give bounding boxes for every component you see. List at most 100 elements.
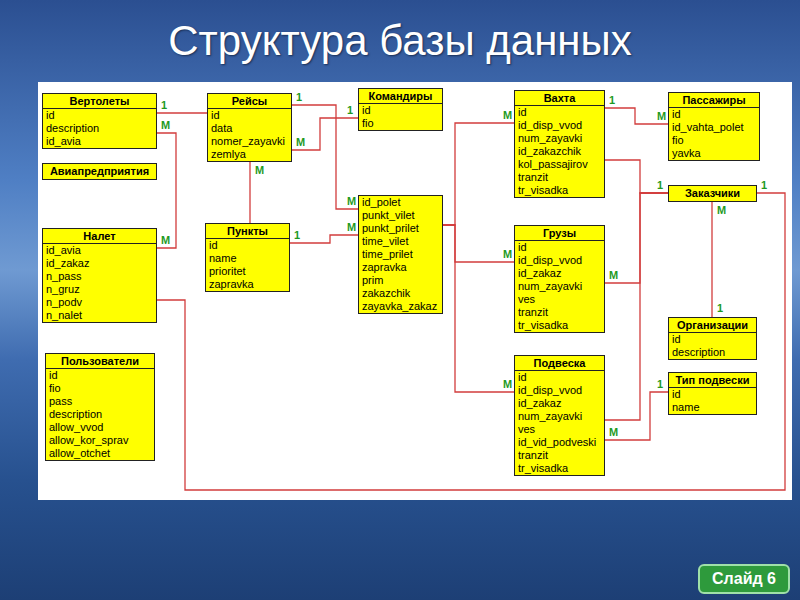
cardinality-label: M [502,378,513,391]
relation-line [157,112,207,113]
table-box: Авиапредприятия [42,163,157,180]
table-field: id [359,104,442,117]
table-field: tranzit [515,306,604,319]
table-field: id_avia [43,244,156,257]
cardinality-label: 1 [295,91,303,104]
table-field: description [46,408,154,421]
table-field: tranzit [515,449,604,462]
table-field: id [669,388,756,401]
cardinality-label: M [295,136,306,149]
relation-line [157,193,785,490]
cardinality-label: 1 [608,94,616,107]
cardinality-label: 1 [656,179,664,192]
table-field: id_avia [43,135,156,148]
relation-line [292,105,358,209]
table-header: Подвеска [515,356,604,371]
table-field: id_zakaz [515,397,604,410]
table-field: tr_visadka [515,319,604,332]
table-box: Подвескаidid_disp_vvodid_zakaznum_zayavk… [514,355,605,476]
table-field: pass [46,395,154,408]
cardinality-label: 1 [716,302,724,315]
table-box: Вертолетыiddescriptionid_avia [42,93,157,149]
table-field: description [669,346,756,359]
table-box: Рейсыiddatanomer_zayavkizemlya [207,93,292,162]
relation-line [443,123,514,225]
table-field: punkt_prilet [359,222,442,235]
table-field: zapravka [359,261,442,274]
table-header: Авиапредприятия [43,164,156,179]
table-box: Пользователиidfiopassdescriptionallow_vv… [45,353,155,461]
table-field: id_zakaz [515,267,604,280]
table-field: n_nalet [43,309,156,322]
table-field: id_disp_vvod [515,254,604,267]
table-box: Вахтаidid_disp_vvodnum_zayavkiid_zakazch… [514,90,605,198]
cardinality-label: M [502,248,513,261]
cardinality-label: M [160,119,171,132]
table-field: allow_otchet [46,447,154,460]
table-field: id_zakaz [43,257,156,270]
table-field: id_vahta_polet [669,121,759,134]
table-field: id [515,371,604,384]
table-header: Пользователи [46,354,154,369]
cardinality-label: M [656,110,667,123]
table-box: Заказчики [668,185,757,202]
relation-line [711,202,712,317]
table-box: id_poletpunkt_viletpunkt_prilettime_vile… [358,195,443,314]
table-field: ves [515,293,604,306]
table-field: kol_passajirov [515,158,604,171]
table-header: Рейсы [208,94,291,109]
table-field: allow_kor_sprav [46,434,154,447]
relation-line [605,392,668,440]
table-box: Пассажирыidid_vahta_poletfioyavka [668,92,760,161]
table-field: id [46,369,154,382]
table-field: fio [669,134,759,147]
table-field: zakazchik [359,287,442,300]
table-field: zemlya [208,148,291,161]
relation-line [605,193,668,420]
table-field: zapravka [206,278,289,291]
cardinality-label: 1 [346,104,354,117]
table-field: id [669,108,759,121]
table-header: Вахта [515,91,604,106]
cardinality-label: M [716,204,727,217]
relation-line [292,118,358,150]
table-header: Налет [43,229,156,244]
relation-line [249,162,250,223]
table-box: Пунктыidnameprioritetzapravka [205,223,290,292]
cardinality-label: M [346,195,357,208]
table-box: Командирыidfio [358,88,443,131]
table-field: punkt_vilet [359,209,442,222]
table-box: Грузыidid_disp_vvodid_zakaznum_zayavkive… [514,225,605,333]
table-field: prioritet [206,265,289,278]
table-field: zayavka_zakaz [359,300,442,313]
table-field: time_vilet [359,235,442,248]
table-box: Налетid_aviaid_zakazn_passn_gruzn_podvn_… [42,228,157,323]
table-field: yavka [669,147,759,160]
table-field: id [208,109,291,122]
cardinality-label: M [254,164,265,177]
cardinality-label: M [608,426,619,439]
table-field: allow_vvod [46,421,154,434]
cardinality-label: M [160,234,171,247]
table-box: Организацииiddescription [668,317,757,360]
table-field: tranzit [515,171,604,184]
table-field: id_polet [359,196,442,209]
table-field: num_zayavki [515,132,604,145]
relation-line [605,160,668,193]
table-field: fio [46,382,154,395]
table-field: id_disp_vvod [515,384,604,397]
table-field: id [515,241,604,254]
slide-title: Структура базы данных [0,16,800,66]
relation-line [605,108,668,124]
relation-line [605,193,668,283]
table-header: Грузы [515,226,604,241]
table-field: n_gruz [43,283,156,296]
cardinality-label: M [346,221,357,234]
table-field: id_zakazchik [515,145,604,158]
table-field: fio [359,117,442,130]
table-field: num_zayavki [515,280,604,293]
table-field: tr_visadka [515,462,604,475]
slide-number-button: Слайд 6 [698,564,790,594]
table-header: Пункты [206,224,289,239]
